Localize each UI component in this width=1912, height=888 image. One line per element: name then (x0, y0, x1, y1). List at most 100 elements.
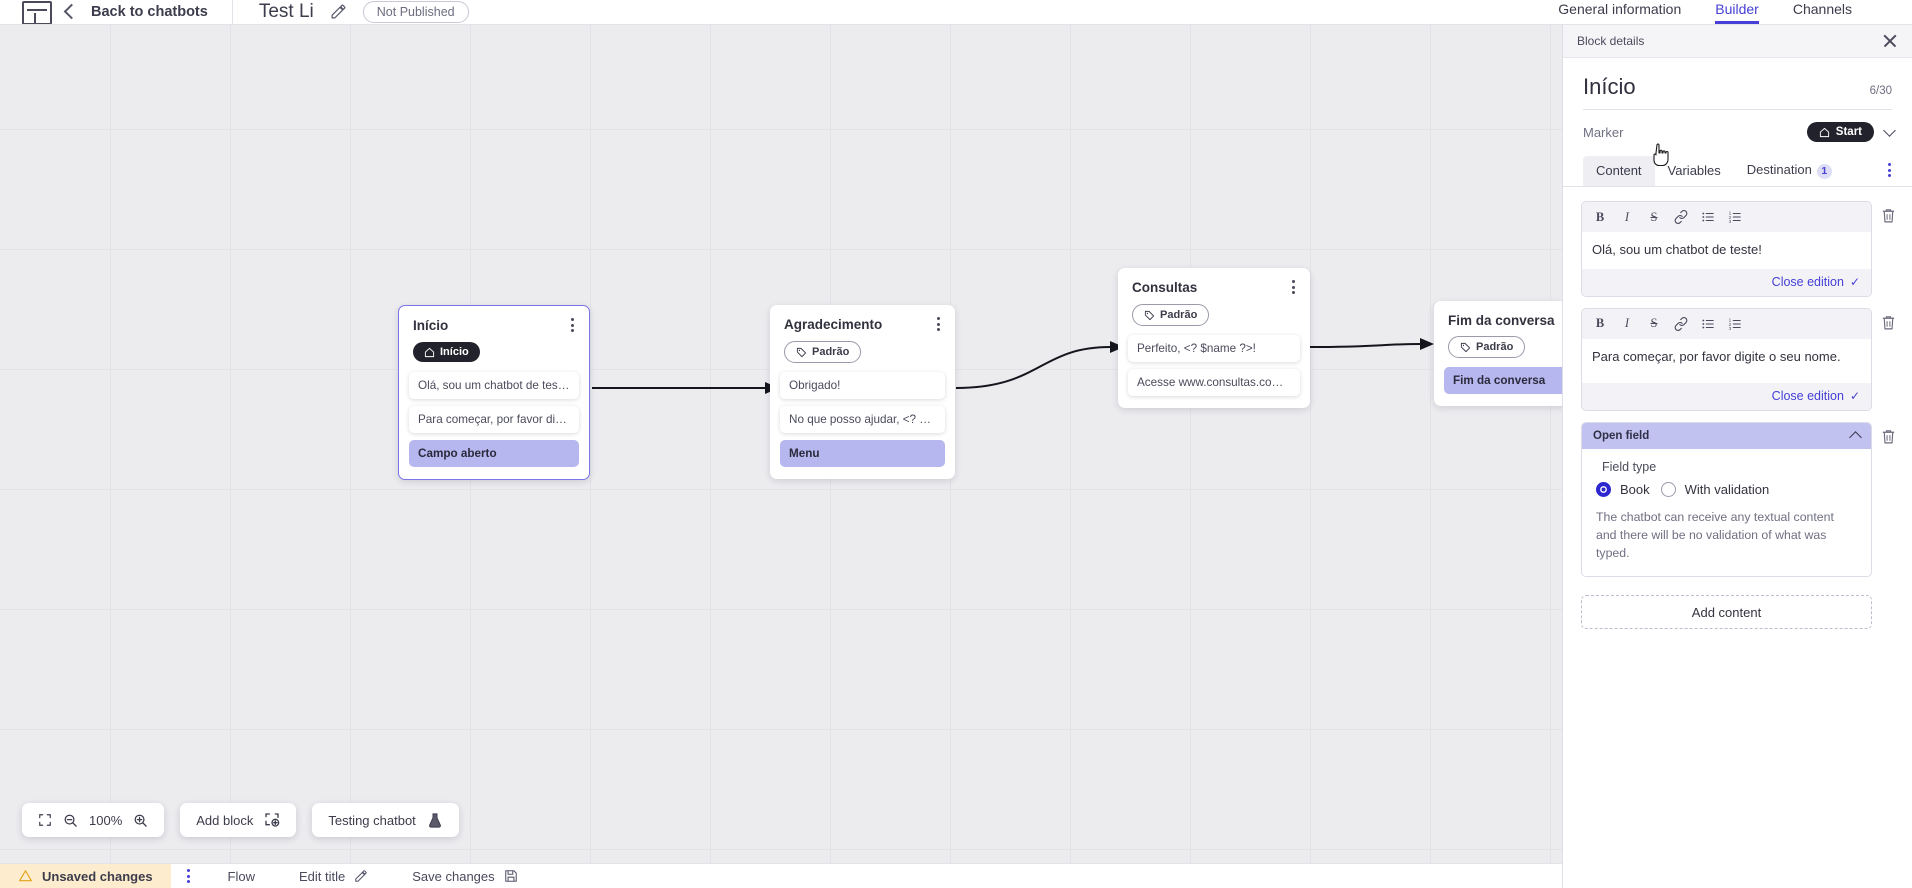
tab-channels[interactable]: Channels (1792, 1, 1852, 17)
panel-title-row: Início 6/30 (1563, 58, 1912, 100)
page-title: Início (1583, 74, 1636, 99)
node-message[interactable]: Obrigado! (780, 372, 945, 399)
svg-text:1: 1 (1729, 211, 1732, 216)
flow-canvas[interactable]: Início Início Olá, sou um chatbot de tes… (0, 25, 1562, 863)
fit-screen-icon[interactable] (38, 813, 52, 827)
rich-text-editor[interactable]: B I S (1581, 201, 1872, 297)
bullet-list-icon[interactable] (1697, 207, 1719, 227)
tab-builder[interactable]: Builder (1715, 1, 1759, 24)
zoom-out-icon[interactable] (63, 813, 78, 828)
add-block-button[interactable]: Add block (180, 803, 297, 837)
numbered-list-icon[interactable]: 1 2 3 (1724, 314, 1746, 334)
tag-icon (796, 347, 807, 357)
pencil-icon[interactable] (330, 3, 347, 20)
close-icon[interactable] (1882, 33, 1898, 49)
editor-text-area[interactable]: Para começar, por favor digite o seu nom… (1582, 338, 1871, 383)
bold-icon[interactable]: B (1595, 316, 1605, 331)
marker-start-label: Start (1835, 126, 1862, 138)
node-header: Fim da conversa (1444, 311, 1562, 328)
check-icon: ✓ (1849, 388, 1860, 403)
node-chip-row: Padrão (1128, 296, 1300, 335)
rich-text-editor[interactable]: B I S (1581, 307, 1872, 411)
bullet-list-icon[interactable] (1697, 314, 1719, 334)
add-content-button[interactable]: Add content (1581, 595, 1872, 630)
marker-start-badge[interactable]: Start (1806, 122, 1874, 142)
chevron-down-icon[interactable] (1883, 123, 1896, 137)
back-to-chatbots-link[interactable]: Back to chatbots (91, 3, 208, 20)
pencil-icon (355, 870, 368, 882)
chatbot-title: Test Li (258, 0, 314, 22)
node-message[interactable]: Acesse www.consultas.com par... (1128, 369, 1300, 396)
back-chevron-icon[interactable] (63, 3, 80, 20)
home-icon (424, 347, 435, 357)
node-title: Agradecimento (784, 317, 883, 332)
italic-icon[interactable]: I (1624, 316, 1630, 331)
close-edition-button[interactable]: Close edition✓ (1582, 382, 1871, 410)
bold-icon[interactable]: B (1595, 209, 1605, 224)
node-marker-chip[interactable]: Padrão (1448, 336, 1526, 358)
flow-node-agradecimento[interactable]: Agradecimento Padrão Obrigado! No que po… (770, 305, 955, 479)
add-block-label: Add block (196, 812, 254, 828)
status-kebab-menu[interactable] (171, 869, 206, 883)
node-message[interactable]: Para começar, por favor digite o ... (409, 405, 579, 433)
logo-icon[interactable] (22, 0, 52, 24)
node-message[interactable]: Fim da conversa (1444, 367, 1562, 394)
node-message[interactable]: No que posso ajudar, <? $name ... (780, 406, 945, 433)
home-icon (1819, 127, 1829, 137)
testing-chatbot-button[interactable]: Testing chatbot (312, 803, 459, 837)
node-message[interactable]: Perfeito, <? $name ?>! (1128, 335, 1300, 362)
flow-node-fim-da-conversa[interactable]: Fim da conversa Padrão Fim da conversa (1434, 301, 1562, 406)
unsaved-changes-indicator: Unsaved changes (0, 863, 171, 888)
trash-icon[interactable] (1880, 313, 1897, 332)
save-disk-icon (504, 870, 517, 882)
flow-node-consultas[interactable]: Consultas Padrão Perfeito, <? $name ?>! … (1118, 268, 1310, 408)
editor-toolbar: B I S (1582, 202, 1871, 232)
trash-icon[interactable] (1880, 427, 1897, 446)
canvas-toolbar: 100% Add block Testing chatbot (22, 803, 459, 837)
node-message[interactable]: Olá, sou um chatbot de teste! (409, 371, 579, 399)
panel-kebab-menu[interactable] (1881, 163, 1898, 177)
node-title: Consultas (1132, 280, 1198, 295)
unsaved-changes-label: Unsaved changes (42, 868, 153, 884)
strikethrough-icon[interactable]: S (1650, 316, 1658, 331)
block-details-panel: Block details Início 6/30 Marker Start C… (1562, 25, 1912, 888)
topbar-tabs: General information Builder Channels (1558, 0, 1912, 24)
radio-with-validation-label: With validation (1684, 481, 1770, 497)
tab-general-information[interactable]: General information (1558, 1, 1682, 17)
trash-icon[interactable] (1880, 206, 1897, 225)
node-kebab-menu[interactable] (1286, 278, 1300, 296)
tab-variables[interactable]: Variables (1667, 163, 1721, 178)
open-field-block: Open field Field type Book Wi (1581, 421, 1897, 578)
node-message[interactable]: Campo aberto (409, 439, 579, 467)
open-field-header[interactable]: Open field (1582, 422, 1871, 449)
radio-with-validation[interactable]: With validation (1660, 481, 1770, 497)
svg-text:2: 2 (1729, 215, 1732, 220)
flow-node-inicio[interactable]: Início Início Olá, sou um chatbot de tes… (398, 305, 590, 480)
radio-book[interactable]: Book (1596, 481, 1650, 497)
node-marker-chip[interactable]: Padrão (784, 341, 862, 363)
strikethrough-icon[interactable]: S (1650, 209, 1658, 224)
link-icon[interactable] (1670, 207, 1692, 227)
close-edition-button[interactable]: Close edition✓ (1582, 268, 1871, 296)
chevron-up-icon[interactable] (1849, 431, 1862, 445)
node-chip-row: Padrão (780, 333, 945, 372)
numbered-list-icon[interactable]: 1 2 3 (1724, 207, 1746, 227)
name-character-counter: 6/30 (1869, 85, 1892, 97)
save-changes-button[interactable]: Save changes (390, 869, 539, 884)
publish-status-badge: Not Published (362, 0, 469, 23)
editor-text-area[interactable]: Olá, sou um chatbot de teste! (1582, 232, 1871, 269)
open-field-title: Open field (1593, 429, 1650, 442)
tab-content[interactable]: Content (1583, 156, 1655, 186)
node-kebab-menu[interactable] (931, 315, 945, 333)
italic-icon[interactable]: I (1624, 209, 1630, 224)
node-marker-chip[interactable]: Padrão (1132, 304, 1210, 326)
node-kebab-menu[interactable] (565, 316, 579, 334)
radio-book-label: Book (1620, 481, 1650, 497)
node-message[interactable]: Menu (780, 440, 945, 467)
flow-button[interactable]: Flow (206, 869, 277, 884)
node-marker-chip[interactable]: Início (413, 342, 480, 362)
zoom-in-icon[interactable] (133, 813, 148, 828)
edit-title-button[interactable]: Edit title (277, 869, 390, 884)
link-icon[interactable] (1670, 314, 1692, 334)
